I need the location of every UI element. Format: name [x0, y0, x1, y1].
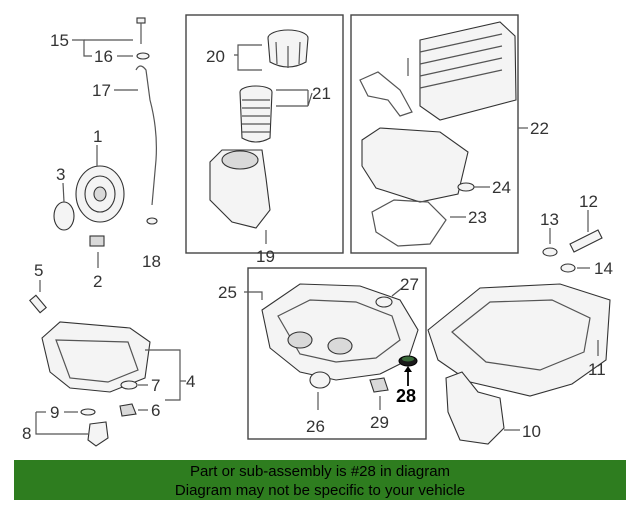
washer-part — [136, 52, 150, 60]
callout-13: 13 — [540, 210, 559, 229]
pulley-bolt-part — [89, 235, 105, 247]
oil-cooler-group-box — [350, 14, 519, 254]
callout-15: 15 — [50, 31, 69, 50]
oil-baffle-part — [445, 371, 505, 445]
callout-20: 20 — [206, 47, 225, 66]
callout-16: 16 — [94, 47, 113, 66]
callout-24: 24 — [492, 178, 511, 197]
filter-element-part — [239, 85, 273, 143]
callout-26: 26 — [306, 417, 325, 436]
drain-plug-part — [119, 403, 137, 417]
highlighted-seal-part — [398, 355, 418, 367]
intake-manifold-group-box — [247, 267, 427, 440]
callout-29: 29 — [370, 413, 389, 432]
callout-19: 19 — [256, 247, 275, 266]
dipstick-seal-part — [146, 217, 158, 225]
oil-filter-group-box — [185, 14, 344, 254]
callout-22: 22 — [530, 119, 549, 138]
banner-line-2: Diagram may not be specific to your vehi… — [174, 482, 466, 499]
throttle-seal-part — [309, 371, 331, 389]
callout-6: 6 — [151, 401, 160, 420]
callout-3: 3 — [56, 165, 65, 184]
o-ring-part — [53, 201, 75, 231]
oil-cooler-part — [419, 21, 517, 121]
banner-line-1: Part or sub-assembly is #28 in diagram — [189, 463, 451, 480]
callout-5: 5 — [34, 261, 43, 280]
pulley-part — [75, 165, 125, 223]
callout-1: 1 — [93, 127, 102, 146]
callout-7: 7 — [151, 376, 160, 395]
callout-18: 18 — [142, 252, 161, 271]
callout-14: 14 — [594, 259, 613, 278]
manifold-seal-part — [375, 296, 393, 308]
bracket-seal-part — [457, 182, 475, 192]
callout-12: 12 — [579, 192, 598, 211]
upper-oil-pan-part — [427, 283, 611, 397]
seal-ring-part — [542, 247, 558, 257]
callout-21: 21 — [312, 84, 331, 103]
info-banner: Part or sub-assembly is #28 in diagram D… — [14, 460, 626, 500]
callout-28: 28 — [396, 386, 416, 406]
dipstick-part — [135, 65, 157, 206]
o-ring-b-part — [560, 263, 576, 273]
callout-10: 10 — [522, 422, 541, 441]
callout-27: 27 — [400, 275, 419, 294]
filter-cap-part — [267, 29, 309, 68]
filter-housing-part — [209, 149, 271, 229]
sealant-tube-part — [29, 294, 47, 314]
callout-17: 17 — [92, 81, 111, 100]
parts-diagram: 1 2 3 4 5 6 7 8 9 10 11 12 13 14 15 16 1… — [22, 14, 613, 447]
oil-level-sensor-part — [87, 421, 109, 447]
sealant-tube-b-part — [569, 229, 603, 253]
sensor-seal-part — [80, 408, 96, 416]
cooler-gasket-part — [359, 71, 413, 117]
bracket-gasket-part — [371, 199, 447, 247]
cap-part — [369, 377, 389, 393]
oil-filter-bracket-part — [361, 127, 469, 203]
callout-11: 11 — [588, 360, 606, 379]
drain-plug-seal-part — [120, 380, 138, 390]
callout-9: 9 — [50, 403, 59, 422]
callout-4: 4 — [186, 372, 195, 391]
callout-23: 23 — [468, 208, 487, 227]
callout-25: 25 — [218, 283, 237, 302]
callout-2: 2 — [93, 272, 102, 291]
callout-8: 8 — [22, 424, 31, 443]
bolt-part — [136, 17, 146, 44]
intake-manifold-part — [261, 283, 419, 381]
